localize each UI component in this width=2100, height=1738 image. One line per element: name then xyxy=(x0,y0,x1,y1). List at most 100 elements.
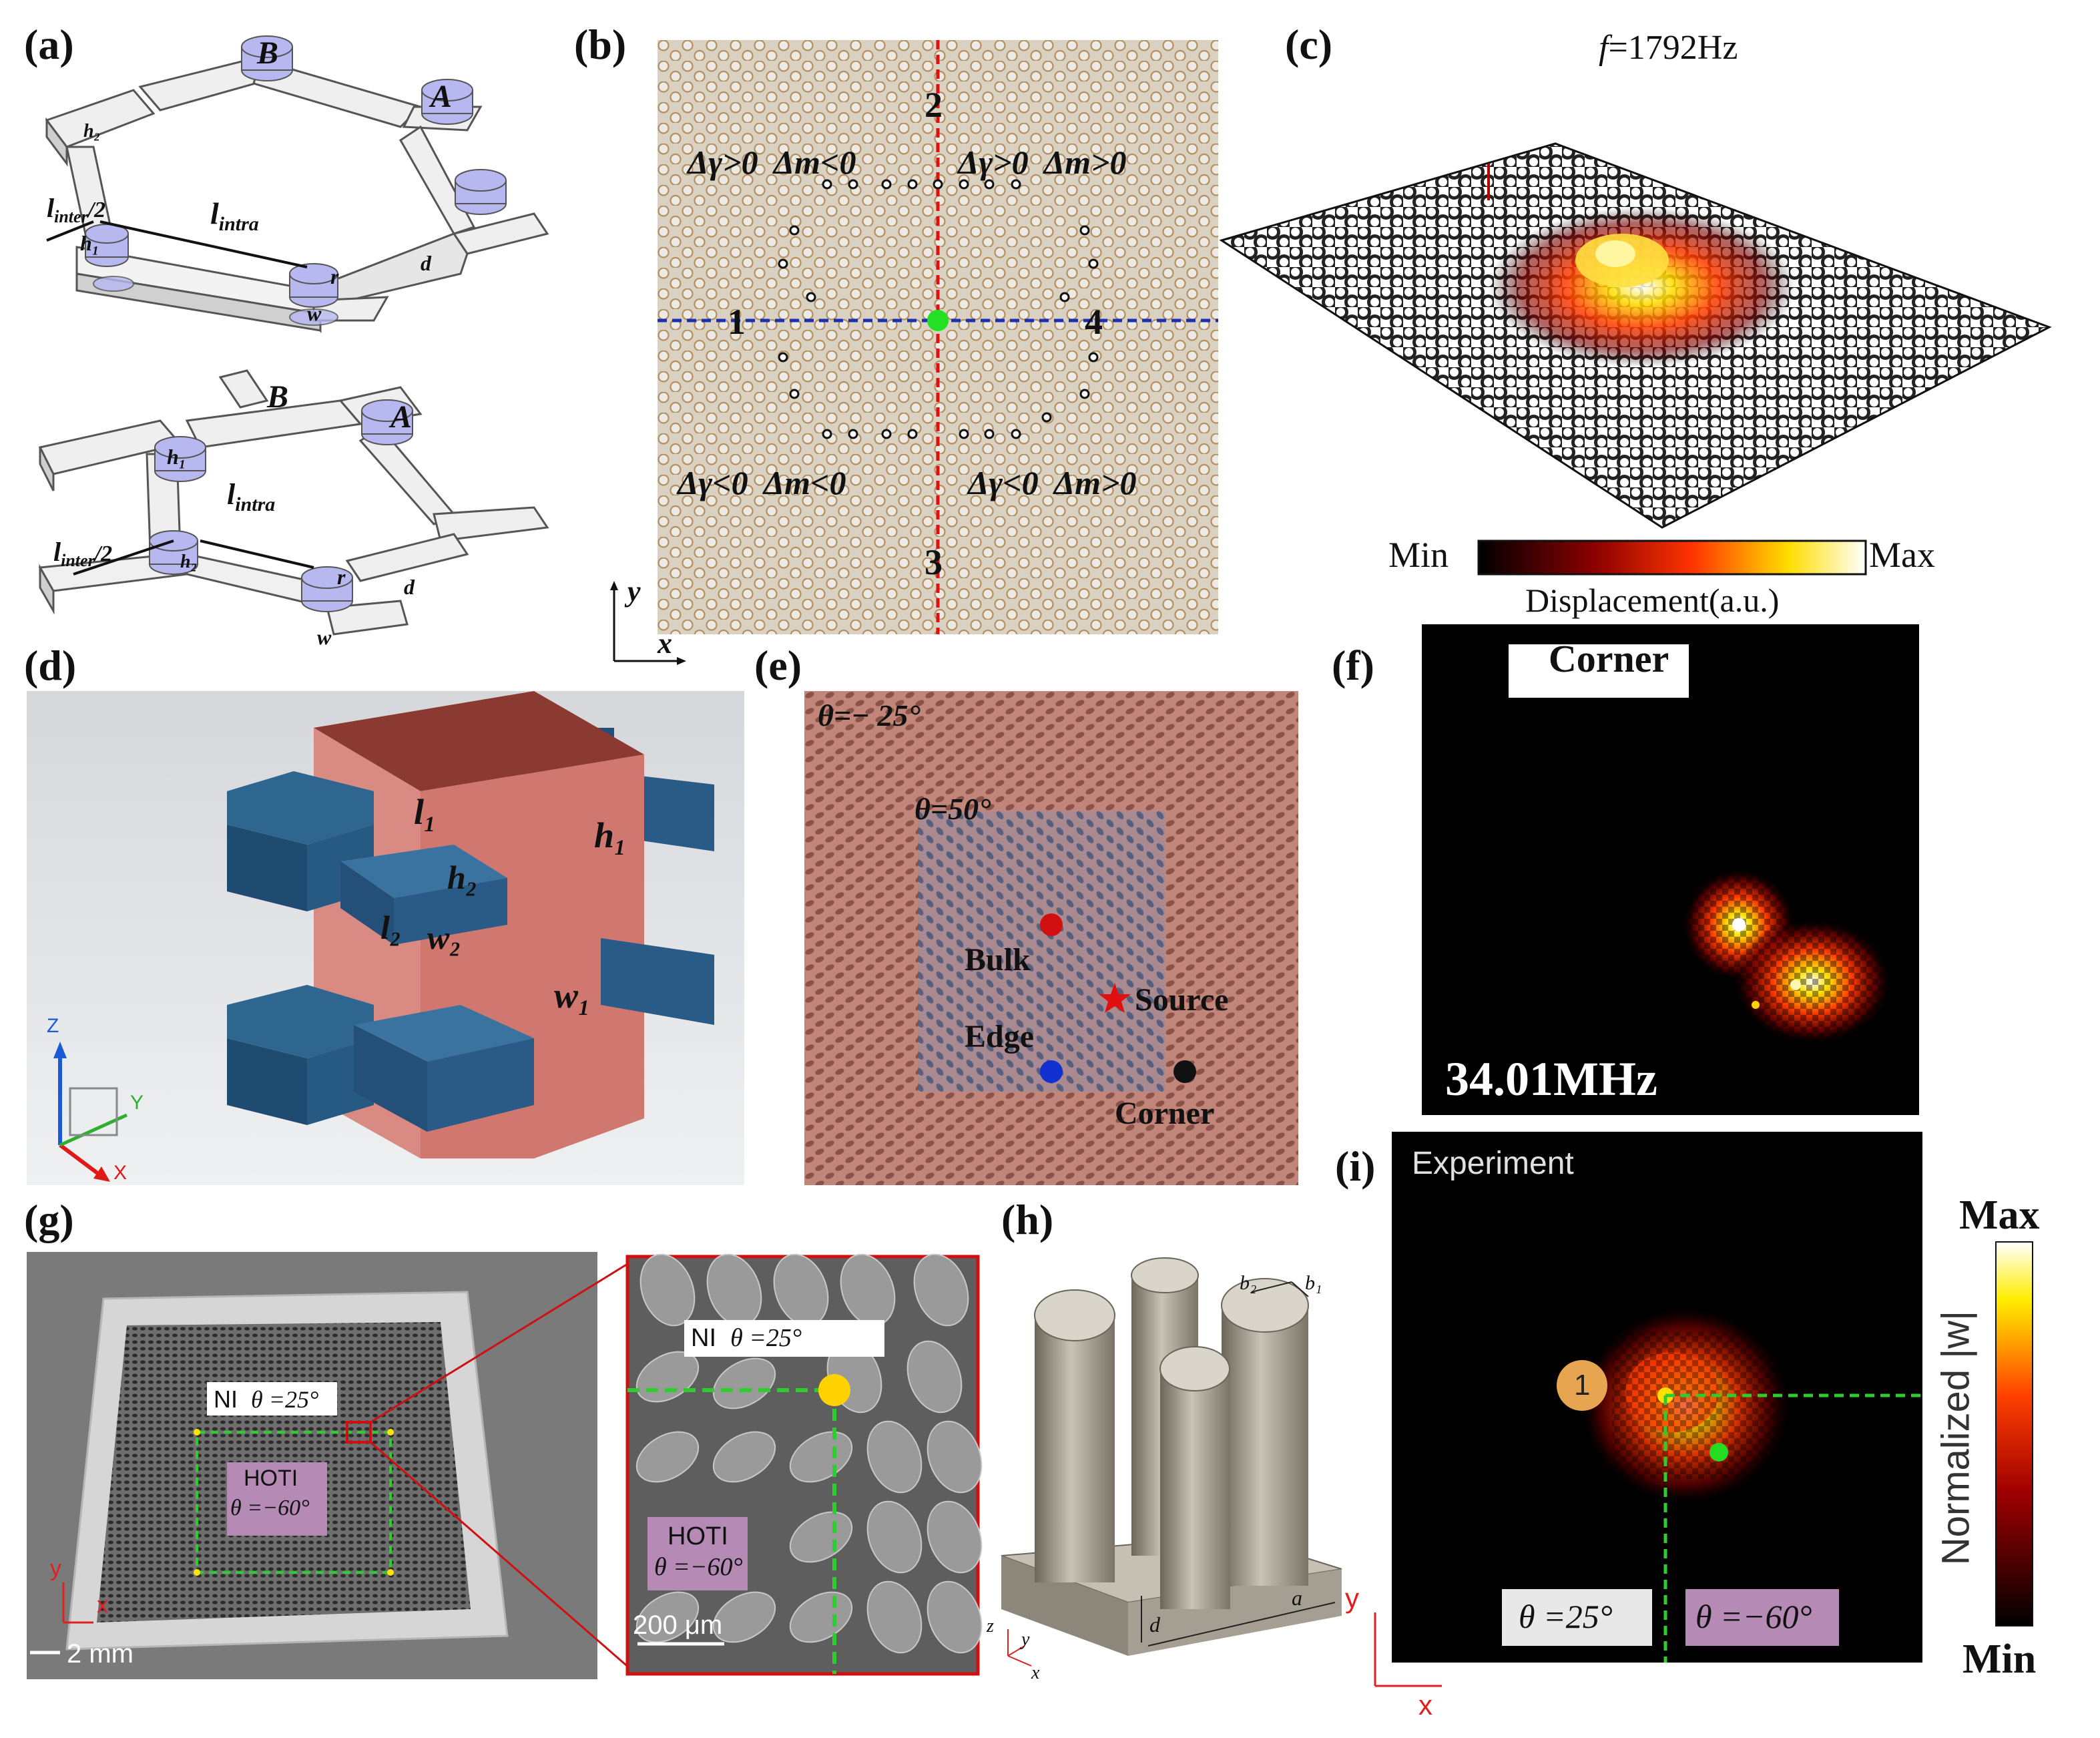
panel-f-heatmap xyxy=(1422,624,1919,1115)
svg-text:linter/2: linter/2 xyxy=(47,193,105,226)
panel-i-colorbar-max: Max xyxy=(1959,1192,2040,1238)
panel-d-h2: h₂ xyxy=(447,859,478,896)
panel-h-axis-y: y xyxy=(1021,1629,1030,1650)
svg-text:lintra: lintra xyxy=(210,196,259,235)
ring-of-circles xyxy=(778,179,1099,439)
panel-a-unit-cells: B A h₂ h₁ linter/2 lintra r d w B A h₁ xyxy=(38,35,549,649)
panel-d-w1: w₁ xyxy=(554,975,591,1016)
panel-e-theta-inner: θ=50° xyxy=(914,792,991,826)
panel-g-hoti-label: HOTI xyxy=(244,1466,298,1491)
top-label-h2: h₂ xyxy=(83,121,100,142)
panel-h-b1: b₁ xyxy=(1305,1272,1322,1294)
panel-h-a: a xyxy=(1292,1586,1302,1610)
panel-c-3d-plate xyxy=(1219,142,2052,529)
panel-g-zoom-ni: NI θ =25° xyxy=(691,1324,802,1352)
top-label-h1: h₁ xyxy=(80,231,99,255)
panel-h-b2: b₂ xyxy=(1240,1272,1257,1294)
panel-i-title: Experiment xyxy=(1412,1146,1574,1181)
panel-e-corner: Corner xyxy=(1115,1096,1215,1131)
bottom-label-w: w xyxy=(317,625,332,649)
panel-d-axis-z: Z xyxy=(47,1015,59,1037)
panel-g-sample xyxy=(27,1252,631,1679)
panel-a-label: (a) xyxy=(24,21,74,68)
quadrant-top-right: Δγ>0 Δm>0 xyxy=(957,144,1127,181)
marker-1-circle xyxy=(1557,1360,1607,1411)
panel-f-label: (f) xyxy=(1332,642,1374,689)
panel-f-title: Corner xyxy=(1548,637,1669,680)
panel-i-colorbar-min: Min xyxy=(1962,1637,2037,1682)
top-label-l-intra: lintra xyxy=(210,196,259,235)
panel-e-theta-outer: θ=− 25° xyxy=(818,698,921,732)
svg-text:lintra: lintra xyxy=(227,478,275,515)
panel-h-d: d xyxy=(1149,1612,1160,1637)
panel-c-colorbar-title: Displacement(a.u.) xyxy=(1525,582,1780,619)
panel-i-heatmap xyxy=(1392,1132,1922,1663)
bottom-label-l-intra: lintra xyxy=(227,478,275,515)
panel-g-zoom-hoti: HOTI xyxy=(668,1522,728,1550)
inner-domain xyxy=(918,811,1165,1092)
panel-g-axis-y: y xyxy=(50,1556,61,1581)
panel-f-frequency: 34.01MHz xyxy=(1445,1052,1657,1106)
zoom-hoti-box xyxy=(647,1517,748,1590)
inner-block-top xyxy=(340,845,507,898)
top-label-B: B xyxy=(256,35,278,71)
svg-text:y: y xyxy=(624,575,641,608)
theta-right-box xyxy=(1685,1589,1839,1646)
panel-b-domain-map: Δγ>0 Δm<0 Δγ>0 Δm>0 Δγ<0 Δm<0 Δγ<0 Δm>0 … xyxy=(658,40,1218,634)
panel-d-label: (d) xyxy=(24,642,77,689)
green-dashed-domain xyxy=(196,1431,392,1574)
panel-d-w2: w₂ xyxy=(427,919,461,956)
panel-h-axis-z: z xyxy=(987,1616,994,1637)
panel-i-colorbar-title: Normalized |w| xyxy=(1934,1310,1978,1566)
panel-e-bulk: Bulk xyxy=(965,942,1031,977)
line-label-4: 4 xyxy=(1085,302,1103,342)
top-label-r: r xyxy=(330,264,339,288)
panel-g-scale-main: 2 mm xyxy=(67,1639,134,1669)
bottom-label-B: B xyxy=(266,379,288,415)
panel-c-label: (c) xyxy=(1285,21,1333,68)
panel-i-label: (i) xyxy=(1335,1142,1376,1190)
top-label-A: A xyxy=(429,79,452,114)
bottom-label-h1: h₁ xyxy=(167,445,186,469)
panel-e-label: (e) xyxy=(754,642,802,689)
quadrant-bottom-left: Δγ<0 Δm<0 xyxy=(676,464,846,501)
panel-d-l2: l₂ xyxy=(380,909,402,946)
panel-c-colorbar xyxy=(1477,539,1867,576)
panel-h-axis-x: x xyxy=(1031,1663,1040,1683)
panel-i-theta-left: θ =25° xyxy=(1519,1598,1613,1635)
zoom-box xyxy=(346,1421,372,1444)
line-label-3: 3 xyxy=(925,542,943,582)
corner-title-box xyxy=(1509,644,1689,698)
panel-g-scale-zoom: 200 μm xyxy=(633,1610,723,1640)
panel-d-axis-y: Y xyxy=(130,1092,144,1114)
corner-marker xyxy=(1173,1060,1196,1083)
source-star xyxy=(1099,983,1131,1013)
panel-g-zoom-sem xyxy=(625,1253,983,1676)
bottom-hexagon-cell xyxy=(38,369,549,636)
panel-g-zoom-hoti-theta: θ =−60° xyxy=(654,1553,743,1581)
theta-left-box xyxy=(1502,1589,1652,1646)
line-label-2: 2 xyxy=(925,85,943,125)
panel-b-label: (b) xyxy=(574,21,627,68)
top-label-w: w xyxy=(307,301,322,325)
line-label-1: 1 xyxy=(728,302,746,342)
panel-i-axis-x: x xyxy=(1418,1689,1432,1721)
panel-i-colorbar xyxy=(1995,1241,2033,1626)
center-green-dot xyxy=(927,310,949,331)
green-source-dot xyxy=(1710,1443,1728,1462)
bottom-label-r: r xyxy=(337,565,346,589)
bottom-label-h2: h₂ xyxy=(180,552,197,572)
panel-i-theta-right: θ =−60° xyxy=(1695,1598,1812,1635)
corner-yellow-dot xyxy=(818,1374,850,1406)
panel-e-source: Source xyxy=(1135,982,1229,1018)
top-label-d: d xyxy=(421,251,432,275)
svg-text:linter/2: linter/2 xyxy=(53,537,112,570)
panel-i-axes xyxy=(1374,1612,1442,1687)
top-l-inter-arrow xyxy=(46,220,94,242)
panel-h-label: (h) xyxy=(1001,1196,1054,1243)
hoti-box xyxy=(227,1462,327,1536)
bottom-label-A: A xyxy=(388,399,412,435)
zoom-ni-box xyxy=(684,1320,884,1357)
panel-d-l1: l₁ xyxy=(414,792,437,832)
panel-c-frequency: f=1792Hz xyxy=(1599,29,1738,67)
